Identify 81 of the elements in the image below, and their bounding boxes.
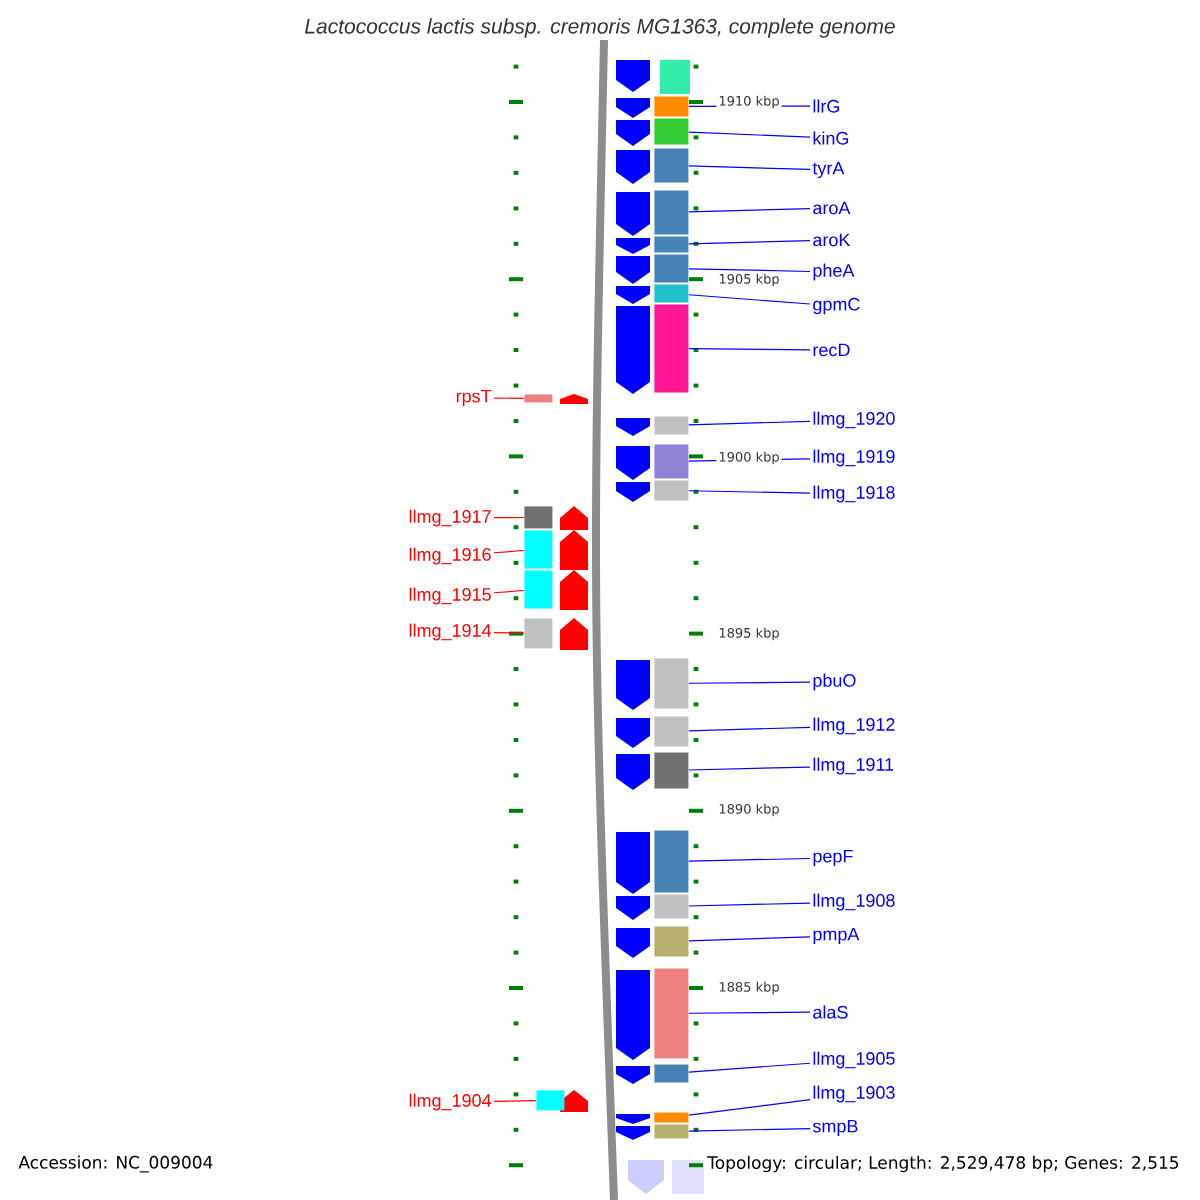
leader-line	[493, 397, 525, 399]
leader-line	[493, 549, 525, 554]
gene-bar	[654, 926, 689, 957]
gene-label: llmg_1915	[409, 587, 491, 605]
gene-label: llmg_1920	[813, 411, 895, 429]
leader-line	[688, 347, 811, 351]
leader-line	[688, 726, 811, 732]
gene-label: gpmC	[813, 297, 860, 315]
gene-label: pbuO	[813, 673, 856, 691]
leader-line	[688, 1127, 811, 1132]
gene-bar	[654, 480, 689, 501]
leader-line	[688, 857, 811, 862]
gene-bar	[654, 716, 689, 747]
title: Lactococcus lactis subsp. cremoris MG1363, complete genome	[304, 18, 895, 38]
gene-bar	[654, 1124, 689, 1139]
gene-bar	[654, 96, 689, 117]
gene-bar	[654, 1064, 689, 1083]
gene-label: recD	[813, 343, 850, 357]
leader-line	[493, 632, 525, 634]
gene-label: pheA	[813, 263, 855, 281]
accession-text: Accession: NC_009004	[18, 1155, 213, 1173]
leader-line	[688, 240, 811, 245]
gene-label: llmg_1904	[409, 1093, 492, 1111]
gene-label: llmg_1911	[813, 757, 894, 775]
leader-line	[688, 420, 811, 426]
leader-line	[688, 294, 811, 305]
gene-bar	[524, 570, 553, 609]
gene-label: llmg_1905	[813, 1051, 895, 1069]
gene-label: pmpA	[813, 927, 860, 945]
leader-line	[688, 490, 811, 494]
gene-label: smpB	[812, 1119, 858, 1137]
leader-line	[688, 1099, 811, 1116]
gene-bar	[524, 618, 553, 649]
gene-label: tyrA	[812, 161, 845, 179]
genome-info-text: Topology: circular; Length: 2,529,478 bp; Genes: 2,515	[707, 1155, 1179, 1173]
gene-bar	[654, 658, 689, 709]
gene-bar	[654, 304, 689, 393]
gene-bar	[654, 416, 689, 435]
gene-label: llrG	[813, 99, 840, 113]
gene-label: aroK	[813, 233, 851, 247]
gene-label: aroA	[813, 201, 851, 215]
gene-bar	[654, 1112, 689, 1123]
gene-label: llmg_1912	[813, 717, 895, 735]
gene-label: llmg_1914	[409, 623, 492, 641]
gene-bar	[654, 444, 689, 479]
gene-label: rpsT	[456, 389, 492, 407]
gene-bar	[654, 236, 689, 253]
leader-line	[688, 1062, 811, 1073]
gene-label: llmg_1918	[813, 485, 895, 503]
gene-bar	[654, 830, 689, 893]
gene-label: alaS	[813, 1005, 848, 1019]
gene-bar	[654, 968, 689, 1059]
gene-bar	[654, 148, 689, 183]
leader-line	[688, 131, 811, 138]
leader-line	[688, 681, 811, 684]
leader-line	[688, 208, 811, 213]
gene-bar	[654, 254, 689, 283]
gene-bar	[524, 394, 553, 403]
gene-label: llmg_1917	[409, 509, 491, 527]
leader-line	[688, 766, 811, 771]
gene-bar	[536, 1090, 565, 1111]
leader-line	[493, 1100, 537, 1102]
leader-line	[688, 165, 811, 171]
gene-bar	[524, 506, 553, 529]
leader-line	[688, 1011, 811, 1014]
gene-label: llmg_1916	[409, 547, 491, 565]
gene-bar	[654, 284, 689, 303]
gene-bar	[654, 752, 689, 789]
leader-line	[688, 902, 811, 907]
gene-bar	[654, 118, 689, 145]
gene-label: llmg_1903	[813, 1085, 895, 1103]
leader-line	[493, 516, 525, 519]
gene-label: pepF	[813, 849, 853, 867]
leader-line	[688, 936, 811, 942]
leader-line	[493, 589, 525, 594]
gene-label: kinG	[813, 131, 849, 145]
gene-label: llmg_1919	[813, 449, 895, 467]
gene-bar	[654, 894, 689, 919]
gene-bar	[524, 530, 553, 569]
leader-line	[688, 268, 811, 273]
gene-label: llmg_1908	[813, 893, 895, 911]
